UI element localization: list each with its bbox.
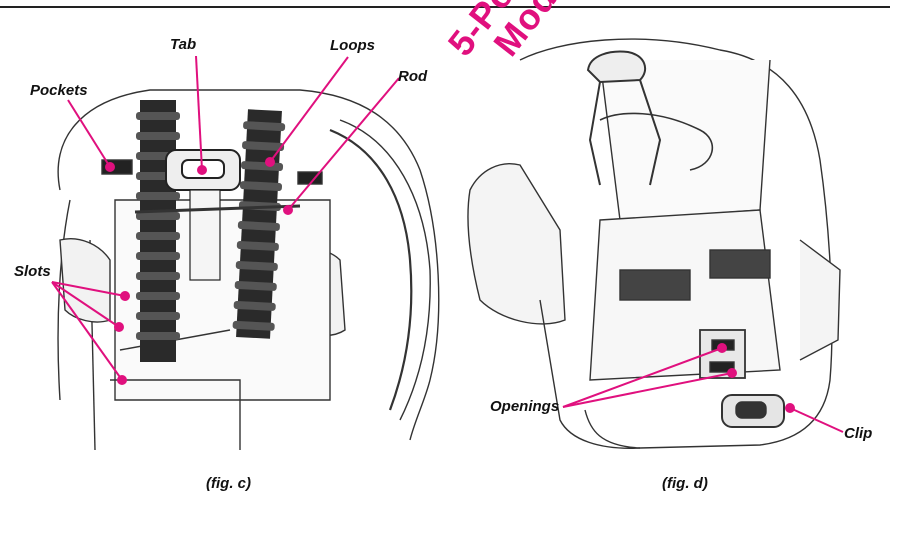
clip-label: Clip [844, 425, 873, 442]
openings-leader-2 [562, 372, 733, 408]
pockets-label: Pockets [30, 82, 88, 99]
clip-leader [789, 407, 844, 433]
fig-c-callout-lines [51, 55, 400, 381]
pockets-leader [67, 99, 111, 168]
fig-d-caption: (fig. d) [662, 475, 708, 492]
fig-c-caption: (fig. c) [206, 475, 251, 492]
openings-leader-1 [562, 347, 723, 408]
slots-label: Slots [14, 263, 51, 280]
loops-leader [269, 56, 349, 163]
fig-d-seat-illustration [467, 38, 841, 449]
fig-d-callout-lines [562, 347, 844, 433]
tab-leader [195, 55, 203, 171]
fig-d-callout-dots [717, 343, 795, 413]
tab-label: Tab [170, 36, 197, 53]
slots-leader-3 [51, 281, 123, 381]
openings-label: Openings [490, 398, 560, 415]
loops-label: Loops [330, 37, 375, 54]
fig-c-rod [134, 204, 301, 214]
rod-leader [287, 77, 400, 211]
rod-label: Rod [398, 68, 428, 85]
top-rule [0, 6, 890, 8]
slots-leader-2 [51, 281, 120, 328]
slots-leader-1 [51, 281, 126, 297]
fig-c-callout-dots [105, 157, 293, 385]
fig-c-left-strap [136, 100, 180, 362]
